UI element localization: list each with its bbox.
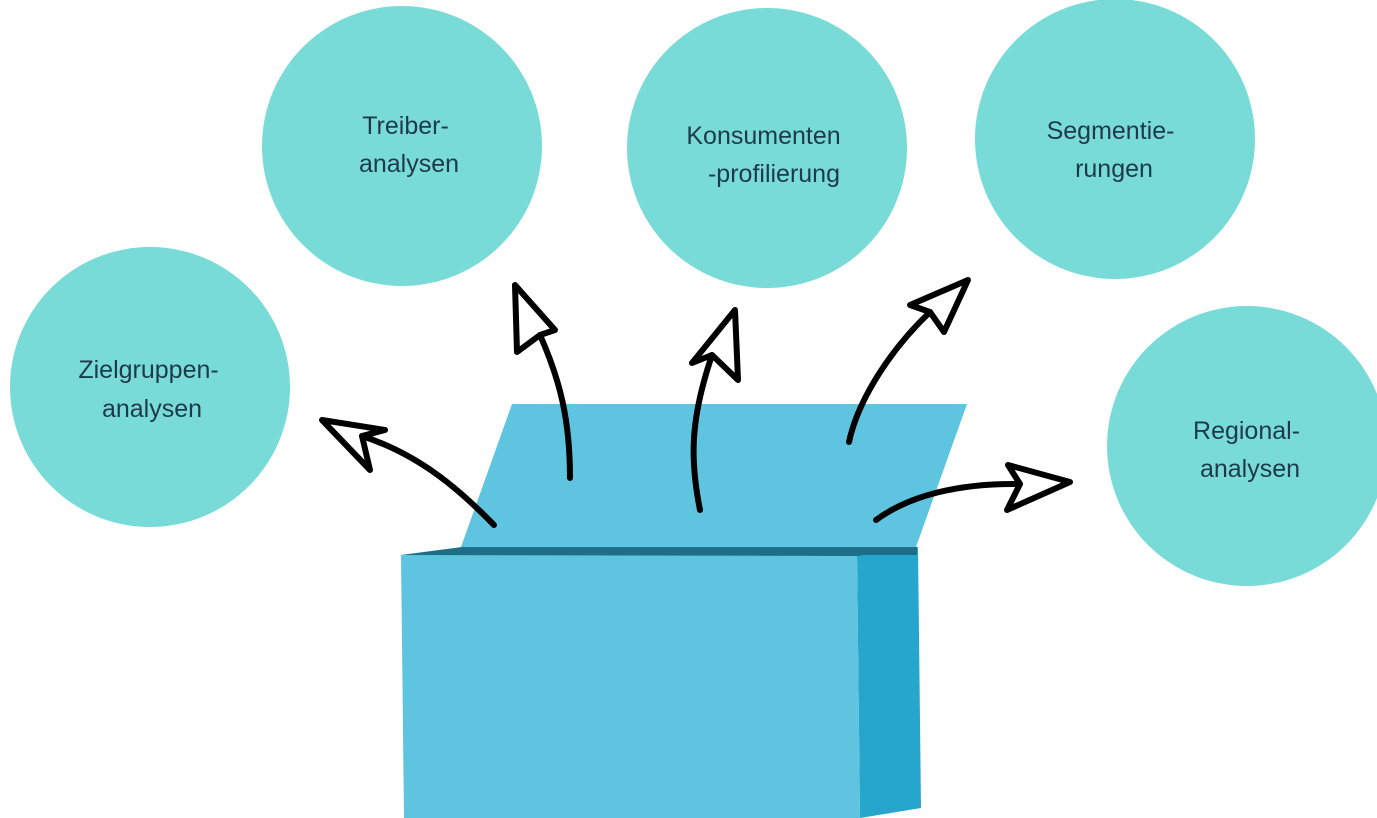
circle-zielgruppen-line-1: Zielgruppen- bbox=[78, 356, 218, 384]
curved-arrow-icon bbox=[537, 332, 573, 481]
circle-zielgruppen-shape bbox=[10, 247, 290, 527]
circle-segmentierungen: Segmentie- rungen bbox=[975, 0, 1255, 279]
box-front bbox=[401, 555, 860, 818]
curved-arrow-icon bbox=[873, 480, 1023, 523]
arrow-to-regional bbox=[873, 462, 1073, 523]
circle-segmentierungen-line-1: Segmentie- bbox=[1047, 117, 1175, 145]
arrow-to-segmentierungen bbox=[846, 277, 971, 445]
arrow-to-konsumenten bbox=[689, 307, 741, 513]
circle-zielgruppen: Zielgruppen- analysen bbox=[10, 247, 290, 527]
circle-konsumenten-line-1: Konsumenten bbox=[686, 122, 840, 150]
arrow-to-treiber bbox=[512, 282, 573, 481]
arrowhead-icon bbox=[512, 282, 558, 355]
box-rim bbox=[462, 547, 917, 555]
box-side bbox=[857, 547, 921, 818]
circle-segmentierungen-line-2: rungen bbox=[1075, 155, 1153, 183]
circle-segmentierungen-shape bbox=[975, 0, 1255, 279]
arrowhead-icon bbox=[689, 307, 741, 383]
circle-treiber-line-2: analysen bbox=[359, 150, 459, 178]
curved-arrow-icon bbox=[359, 433, 497, 528]
circle-regional-label: Regional- analysen bbox=[1193, 417, 1307, 483]
curved-arrow-icon bbox=[690, 352, 715, 513]
circle-konsumenten: Konsumenten -profilierung bbox=[627, 8, 907, 288]
circle-regional-line-2: analysen bbox=[1200, 455, 1300, 483]
circle-konsumenten-label: Konsumenten -profilierung bbox=[686, 122, 847, 188]
arrowhead-icon bbox=[907, 277, 971, 335]
circle-segmentierungen-label: Segmentie- rungen bbox=[1047, 117, 1182, 183]
arrowhead-icon bbox=[1004, 462, 1073, 513]
circle-treiber: Treiber- analysen bbox=[262, 6, 542, 286]
box-lid bbox=[461, 404, 967, 547]
circle-konsumenten-shape bbox=[627, 8, 907, 288]
circle-treiber-line-1: Treiber- bbox=[362, 112, 449, 140]
circle-regional-line-1: Regional- bbox=[1193, 417, 1300, 445]
circle-zielgruppen-line-2: analysen bbox=[102, 395, 202, 423]
circle-treiber-label: Treiber- analysen bbox=[359, 112, 459, 178]
curved-arrow-icon bbox=[846, 309, 933, 445]
arrow-to-zielgruppen bbox=[319, 417, 497, 528]
circle-regional-shape bbox=[1107, 306, 1377, 586]
circle-treiber-shape bbox=[262, 6, 542, 286]
arrowhead-icon bbox=[319, 417, 388, 473]
open-box-icon bbox=[401, 404, 967, 818]
circle-konsumenten-line-2: -profilierung bbox=[708, 160, 840, 188]
circle-zielgruppen-label: Zielgruppen- analysen bbox=[78, 356, 225, 423]
circle-regional: Regional- analysen bbox=[1107, 306, 1377, 586]
